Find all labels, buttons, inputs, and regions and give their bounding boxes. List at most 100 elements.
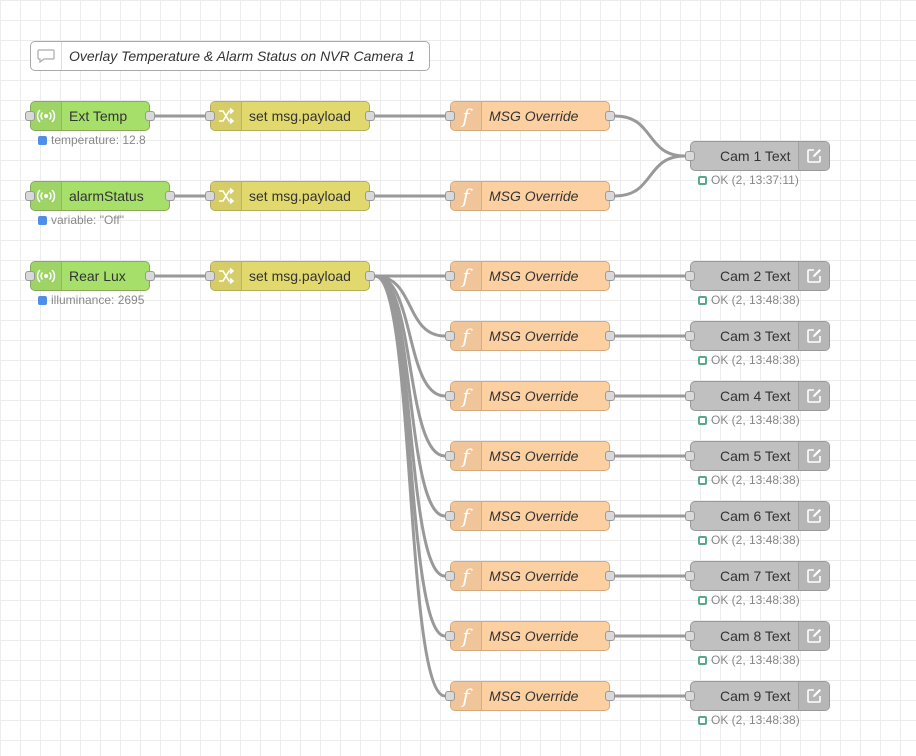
change-node-1[interactable]: set msg.payload [205,101,375,131]
cam-node-4[interactable]: Cam 4 Text [685,381,830,411]
cam-node-8[interactable]: Cam 8 Text [685,621,830,651]
node-status: OK (2, 13:37:11) [698,173,799,187]
status-text: OK (2, 13:48:38) [711,353,800,367]
input-port[interactable] [685,511,695,521]
function-node-8[interactable]: f MSG Override [445,561,615,591]
status-dot-icon [698,355,707,365]
node-label: Cam 1 Text [720,148,791,164]
input-port[interactable] [685,571,695,581]
function-node-9[interactable]: f MSG Override [445,621,615,651]
radio-tower-icon [31,182,62,210]
comment-node[interactable]: Overlay Temperature & Alarm Status on NV… [30,41,430,71]
input-port[interactable] [25,111,35,121]
wire[interactable] [374,274,446,398]
input-port[interactable] [25,191,35,201]
output-port[interactable] [145,111,155,121]
function-node-5[interactable]: f MSG Override [445,381,615,411]
status-dot-icon [698,175,707,185]
input-node-alarm-status[interactable]: alarmStatus [25,181,175,211]
input-port[interactable] [445,111,455,121]
node-label: Cam 4 Text [720,388,791,404]
node-label: Cam 8 Text [720,628,791,644]
input-port[interactable] [685,331,695,341]
function-node-3[interactable]: f MSG Override [445,261,615,291]
status-dot-icon [698,415,707,425]
status-dot-icon [698,475,707,485]
output-port[interactable] [605,271,615,281]
change-node-2[interactable]: set msg.payload [205,181,375,211]
function-node-2[interactable]: f MSG Override [445,181,615,211]
node-label: Rear Lux [69,268,126,284]
cam-node-6[interactable]: Cam 6 Text [685,501,830,531]
node-label: MSG Override [489,448,579,464]
input-port[interactable] [685,391,695,401]
status-text: temperature: 12.8 [51,133,146,147]
cam-node-9[interactable]: Cam 9 Text [685,681,830,711]
input-port[interactable] [445,691,455,701]
output-port[interactable] [605,691,615,701]
output-port[interactable] [165,191,175,201]
input-port[interactable] [445,191,455,201]
input-port[interactable] [685,271,695,281]
node-status: OK (2, 13:48:38) [698,413,800,427]
output-port[interactable] [365,111,375,121]
input-port[interactable] [445,511,455,521]
function-node-1[interactable]: f MSG Override [445,101,615,131]
node-label: Ext Temp [69,108,128,124]
output-port[interactable] [605,511,615,521]
input-node-rear-lux[interactable]: Rear Lux [25,261,155,291]
output-port[interactable] [145,271,155,281]
cam-node-7[interactable]: Cam 7 Text [685,561,830,591]
input-port[interactable] [685,631,695,641]
output-port[interactable] [605,451,615,461]
wire[interactable] [374,274,446,698]
node-label: set msg.payload [249,268,351,284]
input-port[interactable] [685,151,695,161]
node-label: Cam 5 Text [720,448,791,464]
input-node-ext-temp[interactable]: Ext Temp [25,101,155,131]
cam-node-2[interactable]: Cam 2 Text [685,261,830,291]
input-port[interactable] [445,451,455,461]
function-icon: f [451,382,482,410]
function-node-10[interactable]: f MSG Override [445,681,615,711]
change-node-3[interactable]: set msg.payload [205,261,375,291]
wire[interactable] [614,114,686,158]
wire[interactable] [614,154,686,198]
output-port[interactable] [365,191,375,201]
input-port[interactable] [205,191,215,201]
output-port[interactable] [605,631,615,641]
input-port[interactable] [445,571,455,581]
cam-node-5[interactable]: Cam 5 Text [685,441,830,471]
cam-node-3[interactable]: Cam 3 Text [685,321,830,351]
output-port[interactable] [605,191,615,201]
node-status: OK (2, 13:48:38) [698,593,800,607]
edit-icon [798,622,829,650]
edit-icon [798,322,829,350]
output-port[interactable] [605,111,615,121]
input-port[interactable] [205,111,215,121]
function-node-7[interactable]: f MSG Override [445,501,615,531]
input-port[interactable] [205,271,215,281]
shuffle-icon [211,102,242,130]
output-port[interactable] [605,391,615,401]
wire[interactable] [374,274,446,338]
node-status: OK (2, 13:48:38) [698,653,800,667]
wire[interactable] [374,274,446,518]
output-port[interactable] [365,271,375,281]
input-port[interactable] [685,451,695,461]
wire[interactable] [374,274,446,458]
cam-node-1[interactable]: Cam 1 Text [685,141,830,171]
function-node-6[interactable]: f MSG Override [445,441,615,471]
output-port[interactable] [605,571,615,581]
input-port[interactable] [445,631,455,641]
input-port[interactable] [445,271,455,281]
input-port[interactable] [685,691,695,701]
wire[interactable] [374,274,446,638]
output-port[interactable] [605,331,615,341]
input-port[interactable] [445,331,455,341]
node-label: Cam 9 Text [720,688,791,704]
input-port[interactable] [445,391,455,401]
input-port[interactable] [25,271,35,281]
function-node-4[interactable]: f MSG Override [445,321,615,351]
wire[interactable] [374,274,446,578]
